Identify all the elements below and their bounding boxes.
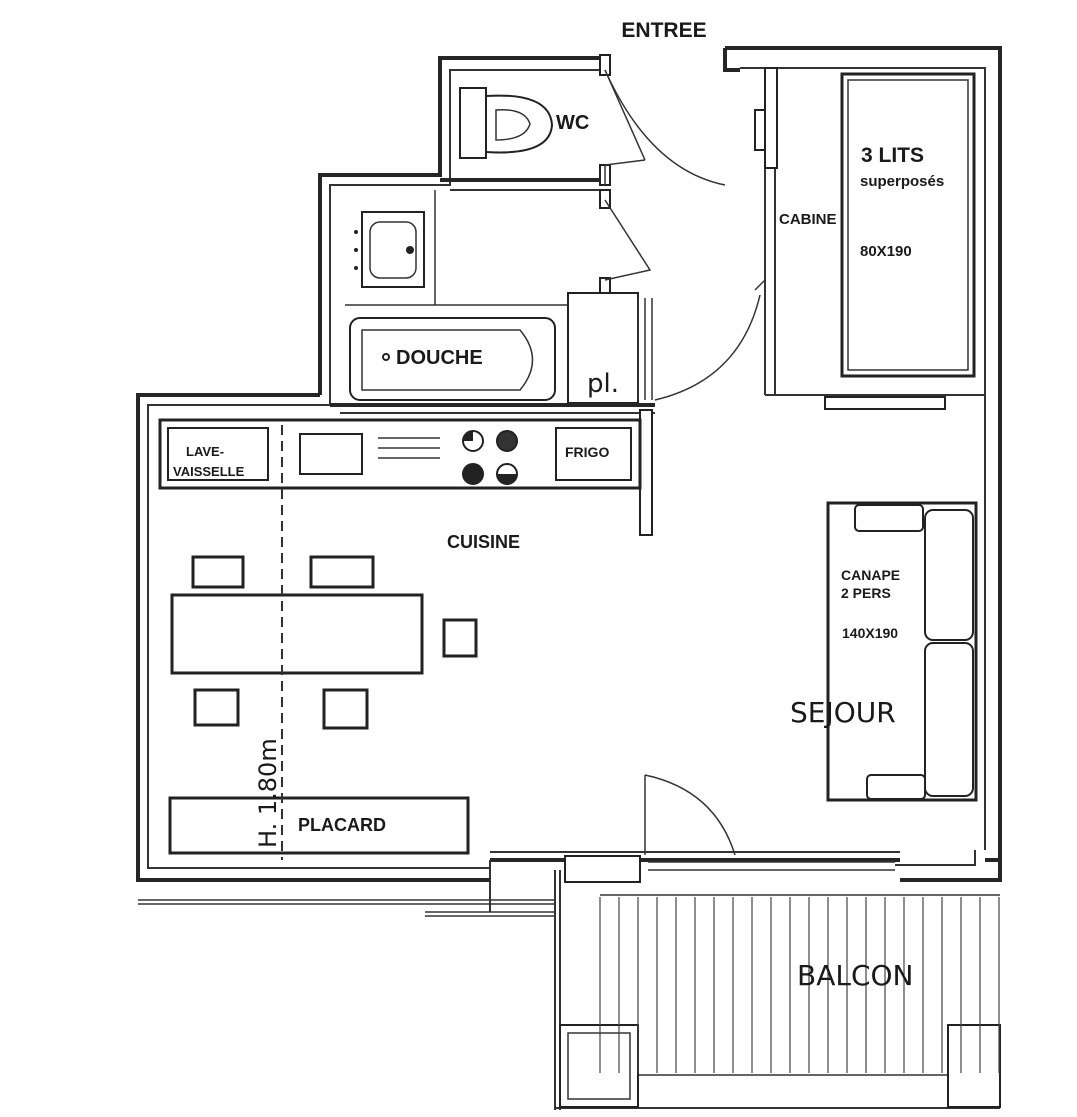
shower-label: DOUCHE [396, 347, 483, 369]
stove-icon [462, 430, 518, 485]
fixtures [158, 72, 978, 860]
sink-icon [354, 211, 425, 288]
shower-icon [349, 317, 556, 401]
fridge-label: FRIGO [565, 444, 609, 460]
sofa-label-line2: 2 PERS [841, 585, 891, 601]
toilet-icon [459, 87, 554, 159]
balcony-label: BALCON [797, 959, 914, 992]
cabin-label: CABINE [779, 211, 837, 228]
kitchen-label: CUISINE [447, 532, 520, 552]
doors [604, 69, 761, 856]
kitchen-counter [158, 418, 642, 490]
entrance-label: ENTREE [621, 19, 706, 42]
sofa-size-label: 140X190 [842, 625, 898, 641]
dishwasher-label-line1: LAVE- [186, 444, 224, 459]
cupboard-label: pl. [587, 369, 619, 399]
wc-label: WC [556, 112, 589, 134]
exterior-walls [136, 46, 1002, 917]
bunk-size-label: 80X190 [860, 243, 912, 260]
sofa [826, 501, 978, 802]
bunk-title-label: 3 LITS [861, 144, 924, 167]
closet-label: PLACARD [298, 815, 386, 835]
interior-walls [330, 54, 985, 536]
balcony [554, 870, 1001, 1110]
height-label: H. 1.80m [254, 738, 282, 848]
bunk-subtitle-label: superposés [860, 173, 944, 190]
sofa-label-line1: CANAPE [841, 567, 900, 583]
closet [168, 796, 470, 855]
living-room-label: SEJOUR [790, 696, 896, 729]
bunk-bed [840, 72, 976, 378]
dining-table [170, 555, 478, 730]
dishwasher-label-line2: VAISSELLE [173, 464, 245, 479]
